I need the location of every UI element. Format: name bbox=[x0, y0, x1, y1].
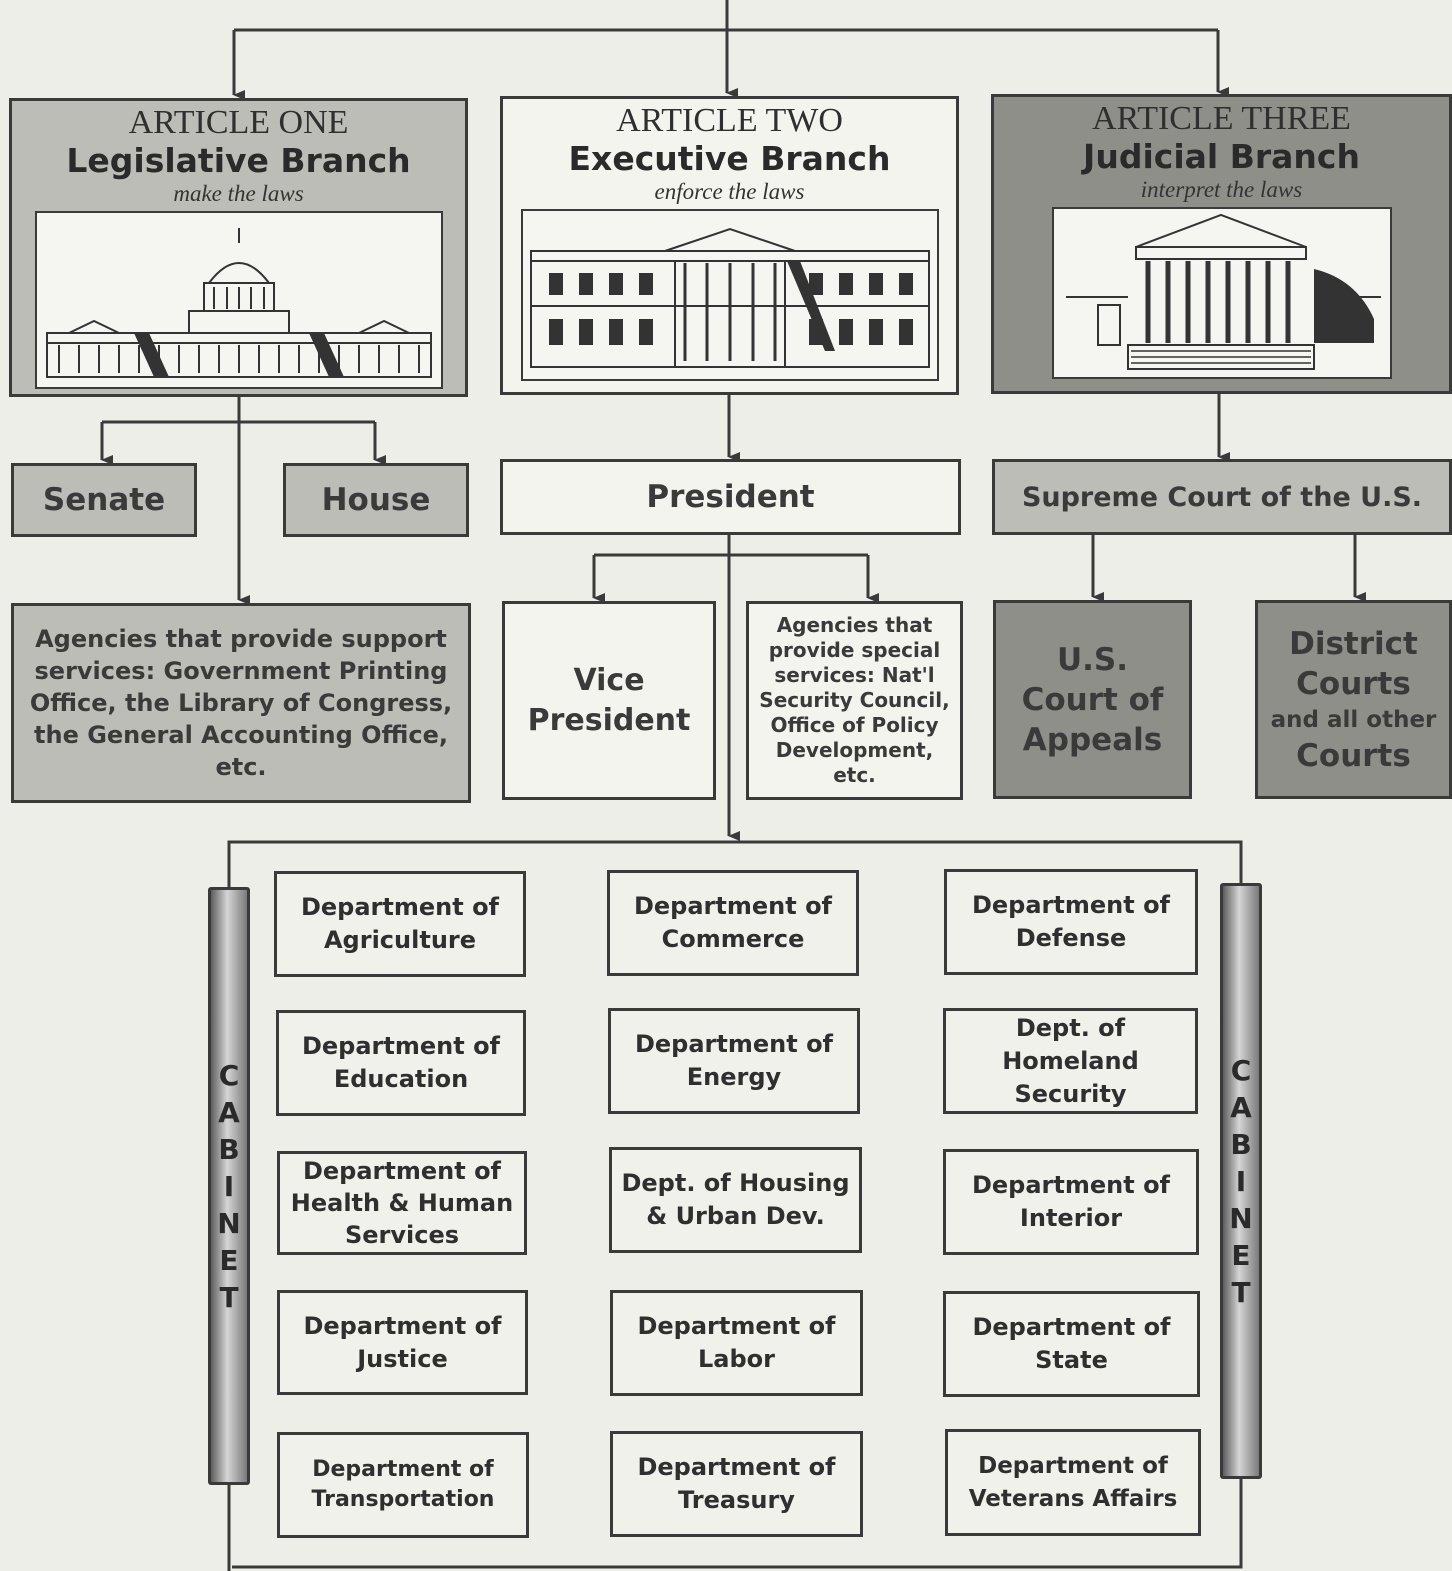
cabinet-bar-left: C A B I N E T bbox=[208, 887, 250, 1485]
department-box: Dept. of Homeland Security bbox=[943, 1008, 1198, 1114]
cabinet-letter: C bbox=[1230, 1053, 1252, 1087]
other-courts-label: and all other bbox=[1270, 706, 1437, 733]
department-label: Dept. of Housing & Urban Dev. bbox=[621, 1169, 850, 1230]
department-label: Department of Education bbox=[301, 1032, 500, 1093]
department-box: Department of Agriculture bbox=[274, 871, 526, 977]
cabinet-letter: T bbox=[1231, 1275, 1251, 1309]
department-box: Department of Interior bbox=[943, 1149, 1199, 1255]
cabinet-letter: E bbox=[1231, 1238, 1251, 1272]
president-box: President bbox=[500, 459, 961, 535]
cabinet-letter: A bbox=[218, 1095, 240, 1129]
article-three-label: ARTICLE THREE bbox=[1092, 100, 1351, 137]
white-house-icon bbox=[520, 209, 939, 381]
cabinet-letter: B bbox=[218, 1132, 240, 1166]
senate-box: Senate bbox=[11, 463, 197, 537]
executive-agencies-box: Agencies that provide special services: … bbox=[746, 601, 963, 800]
vice-president-label: Vice President bbox=[527, 662, 691, 738]
executive-branch-duty: enforce the laws bbox=[654, 179, 805, 204]
department-label: Department of State bbox=[972, 1313, 1171, 1374]
supreme-court-label: Supreme Court of the U.S. bbox=[1021, 481, 1423, 513]
department-box: Department of Justice bbox=[277, 1290, 528, 1395]
department-label: Department of Energy bbox=[634, 1030, 833, 1091]
cabinet-letter: T bbox=[219, 1280, 239, 1314]
cabinet-letter: N bbox=[217, 1206, 241, 1240]
department-box: Department of Labor bbox=[610, 1290, 863, 1396]
department-label: Department of Defense bbox=[971, 891, 1170, 952]
department-label: Department of Agriculture bbox=[300, 893, 499, 954]
department-box: Department of Defense bbox=[944, 869, 1198, 975]
cabinet-letter: C bbox=[218, 1058, 240, 1092]
legislative-branch-box: ARTICLE ONE Legislative Branch make the … bbox=[9, 98, 468, 397]
department-box: Dept. of Housing & Urban Dev. bbox=[609, 1147, 862, 1253]
cabinet-letter: E bbox=[219, 1243, 239, 1277]
article-one-label: ARTICLE ONE bbox=[128, 104, 349, 141]
article-two-label: ARTICLE TWO bbox=[616, 102, 843, 139]
cabinet-letter: A bbox=[1230, 1090, 1252, 1124]
supreme-court-building-icon bbox=[1051, 207, 1392, 379]
cabinet-bar-right: C A B I N E T bbox=[1220, 883, 1262, 1479]
judicial-branch-duty: interpret the laws bbox=[1140, 177, 1303, 202]
district-courts-box: District Courts and all other Courts bbox=[1255, 600, 1452, 799]
house-box: House bbox=[283, 463, 469, 537]
cabinet-letter: I bbox=[1235, 1164, 1247, 1198]
vice-president-box: Vice President bbox=[502, 601, 716, 800]
department-label: Department of Veterans Affairs bbox=[968, 1452, 1178, 1512]
legislative-branch-duty: make the laws bbox=[173, 181, 304, 206]
cabinet-letter: B bbox=[1230, 1127, 1252, 1161]
department-label: Department of Justice bbox=[303, 1311, 502, 1373]
courts-label: Courts bbox=[1296, 737, 1411, 774]
executive-agencies-label: Agencies that provide special services: … bbox=[759, 613, 950, 787]
court-of-appeals-box: U.S. Court of Appeals bbox=[993, 600, 1192, 799]
department-label: Department of Treasury bbox=[637, 1453, 836, 1514]
department-label: Department of Health & Human Services bbox=[290, 1157, 514, 1249]
president-label: President bbox=[646, 479, 815, 515]
department-box: Department of Commerce bbox=[607, 870, 859, 976]
capitol-building-icon bbox=[34, 211, 443, 389]
judicial-branch-title: Judicial Branch bbox=[1083, 137, 1360, 176]
department-box: Department of Health & Human Services bbox=[277, 1151, 527, 1255]
department-box: Department of Treasury bbox=[610, 1431, 863, 1537]
legislative-branch-title: Legislative Branch bbox=[66, 141, 411, 180]
executive-branch-title: Executive Branch bbox=[568, 139, 891, 178]
cabinet-letter: N bbox=[1229, 1201, 1253, 1235]
department-label: Department of Commerce bbox=[633, 892, 832, 953]
senate-label: Senate bbox=[42, 482, 166, 518]
department-box: Department of State bbox=[943, 1291, 1200, 1397]
department-box: Department of Transportation bbox=[277, 1432, 529, 1538]
legislative-agencies-label: Agencies that provide support services: … bbox=[29, 625, 453, 781]
house-label: House bbox=[321, 482, 431, 518]
department-box: Department of Energy bbox=[608, 1008, 860, 1114]
department-box: Department of Veterans Affairs bbox=[945, 1429, 1201, 1536]
supreme-court-box: Supreme Court of the U.S. bbox=[992, 459, 1452, 535]
district-courts-label: District Courts bbox=[1289, 625, 1418, 702]
judicial-branch-box: ARTICLE THREE Judicial Branch interpret … bbox=[991, 94, 1452, 394]
department-label: Department of Interior bbox=[971, 1171, 1170, 1232]
cabinet-letter: I bbox=[223, 1169, 235, 1203]
legislative-agencies-box: Agencies that provide support services: … bbox=[11, 603, 471, 803]
executive-branch-box: ARTICLE TWO Executive Branch enforce the… bbox=[500, 96, 959, 395]
department-box: Department of Education bbox=[276, 1010, 526, 1116]
department-label: Department of Labor bbox=[637, 1312, 836, 1373]
department-label: Dept. of Homeland Security bbox=[1002, 1013, 1139, 1108]
court-of-appeals-label: U.S. Court of Appeals bbox=[1021, 641, 1164, 758]
department-label: Department of Transportation bbox=[311, 1457, 495, 1512]
